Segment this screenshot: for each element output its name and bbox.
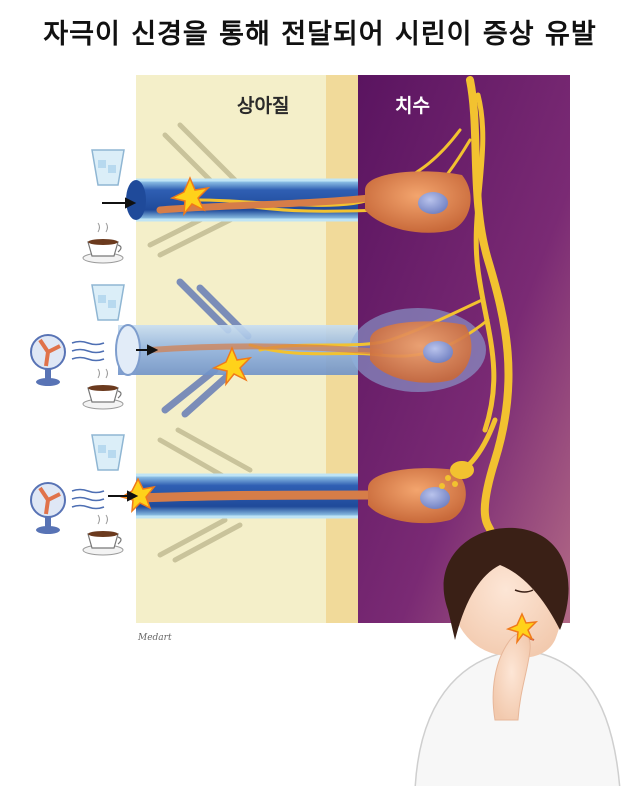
woman-with-tooth-pain-illustration [414, 527, 621, 786]
hot-coffee-cup-icon [82, 222, 124, 264]
odontoblast-cell-1 [365, 171, 471, 233]
dentin-label: 상아질 [237, 95, 289, 117]
odontoblast-cell-2 [370, 321, 472, 383]
pain-spark-2 [211, 346, 253, 387]
stimulus-arrows [102, 197, 159, 502]
glass-of-ice-water-icon [91, 434, 125, 471]
artist-signature: Medart [137, 633, 172, 643]
odontoblast-cell-3 [368, 461, 474, 524]
glass-of-ice-water-icon [91, 149, 125, 186]
hot-coffee-cup-icon [82, 368, 124, 410]
odontoblast-processes [135, 194, 385, 503]
electric-fan-icon [30, 334, 105, 386]
electric-fan-icon [30, 482, 105, 534]
glass-of-ice-water-icon [91, 284, 125, 321]
pain-spark-1 [169, 176, 211, 217]
pulp-label: 치수 [395, 95, 430, 117]
hot-coffee-cup-icon [82, 514, 124, 556]
page-title: 자극이 신경을 통해 전달되어 시린이 증상 유발 [43, 19, 597, 50]
